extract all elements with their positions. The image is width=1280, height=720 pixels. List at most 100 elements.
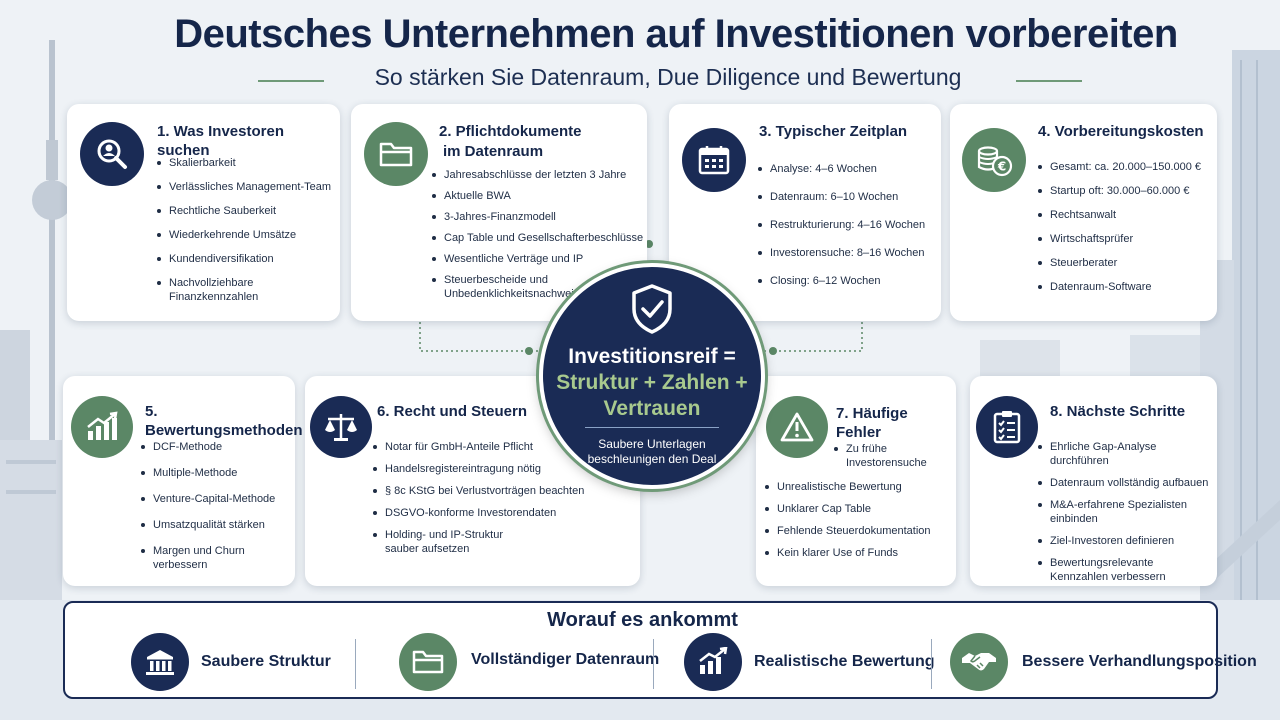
list-item: Multiple-Methode (139, 466, 295, 480)
hub-tagline-line2: beschleunigen den Deal (587, 452, 717, 466)
card-list: Notar für GmbH-Anteile Pflicht Handelsre… (371, 440, 584, 556)
key-factors-title: Worauf es ankommt (547, 609, 738, 631)
card-title: 6. Recht und Steuern (377, 403, 528, 420)
list-item: Wesentliche Verträge und IP (430, 252, 643, 266)
hub-formula-line2: Struktur + Zahlen + (556, 371, 748, 394)
list-item: Gesamt: ca. 20.000–150.000 € (1036, 160, 1201, 174)
card-list: Zu frühe Investorensuche (832, 442, 927, 470)
card-title-line2: im Datenraum (443, 143, 544, 160)
hub-tagline: Saubere Unterlagen beschleunigen den Dea… (543, 437, 761, 467)
list-item: Datenraum vollständig aufbauen (1036, 476, 1217, 490)
card-title: 7. Häufige Fehler (836, 405, 908, 441)
key-factors-panel: Worauf es ankommt Saubere Struktur Volls… (63, 601, 1257, 699)
list-item: Verlässliches Management-Team (155, 180, 340, 194)
growth-chart-icon (71, 396, 133, 458)
hub-divider (585, 427, 719, 428)
list-item: Fehlende Steuerdokumentation (763, 524, 931, 538)
list-item: Kein klarer Use of Funds (763, 546, 931, 560)
key-factor-structure: Saubere Struktur (131, 633, 361, 693)
card-list: Jahresabschlüsse der letzten 3 Jahre Akt… (430, 168, 643, 301)
hub-formula-line1: Investitionsreif = (568, 345, 736, 368)
list-item: Nachvollziehbare Finanzkennzahlen (155, 276, 340, 304)
divider (931, 639, 932, 689)
card-title: 4. Vorbereitungskosten (1038, 123, 1204, 140)
hub-tagline-line1: Saubere Unterlagen (598, 437, 706, 451)
shield-check-icon (632, 284, 672, 334)
page-subtitle: So stärken Sie Datenraum, Due Diligence … (374, 64, 962, 90)
list-item: Handelsregistereintragung nötig (371, 462, 584, 476)
divider (653, 639, 654, 689)
list-item: Zu frühe (832, 442, 927, 456)
card-list: Gesamt: ca. 20.000–150.000 € Startup oft… (1036, 160, 1201, 294)
svg-text:€: € (997, 160, 1006, 174)
list-item: § 8c KStG bei Verlustvorträgen beachten (371, 484, 584, 498)
bank-building-icon (131, 633, 189, 691)
key-factor-negotiation: Bessere Verhandlungsposition (950, 633, 1257, 693)
key-factor-valuation: Realistische Bewertung (684, 633, 935, 693)
list-item: Closing: 6–12 Wochen (756, 274, 925, 288)
subtitle-divider-left (258, 80, 324, 82)
hub-formula-line3: Vertrauen (603, 397, 701, 420)
key-factor-label: Bessere Verhandlungsposition (1022, 653, 1257, 670)
list-item-continuation: sauber aufsetzen (385, 543, 470, 555)
card-title: 5. Bewertungsmethoden (145, 403, 303, 439)
card-investor-criteria: 1. Was Investoren suchen Skalierbarkeit … (67, 104, 340, 321)
list-item: Rechtliche Sauberkeit (155, 204, 340, 218)
checklist-icon (976, 396, 1038, 458)
key-factor-label: Realistische Bewertung (754, 653, 935, 670)
card-title: 1. Was Investoren suchen (157, 123, 284, 159)
list-item: Notar für GmbH-Anteile Pflicht (371, 440, 584, 454)
card-preparation-costs: € 4. Vorbereitungskosten Gesamt: ca. 20.… (950, 104, 1217, 321)
card-common-mistakes: 7. Häufige Fehler Zu frühe Investorensuc… (756, 376, 956, 586)
list-item: M&A-erfahrene Spezialisten einbinden (1036, 498, 1217, 526)
handshake-icon (950, 633, 1008, 691)
card-list-lower: Unrealistische Bewertung Unklarer Cap Ta… (763, 480, 931, 560)
list-item-continuation: Unbedenklichkeitsnachweise (444, 288, 586, 300)
list-item: Wirtschaftsprüfer (1036, 232, 1201, 246)
list-item: DSGVO-konforme Investorendaten (371, 506, 584, 520)
card-valuation-methods: 5. Bewertungsmethoden DCF-Methode Multip… (63, 376, 303, 586)
list-item: Investorensuche: 8–16 Wochen (756, 246, 925, 260)
list-item: Steuerberater (1036, 256, 1201, 270)
list-item: Jahresabschlüsse der letzten 3 Jahre (430, 168, 643, 182)
list-item: Restrukturierung: 4–16 Wochen (756, 218, 925, 232)
list-item: Ehrliche Gap-Analyse durchführen (1036, 440, 1217, 468)
subtitle-divider-right (1016, 80, 1082, 82)
list-item: Unklarer Cap Table (763, 502, 931, 516)
list-item-continuation: Kennzahlen verbessern (1050, 571, 1166, 583)
list-item: Cap Table und Gesellschafterbeschlüsse (430, 231, 643, 245)
calendar-icon (682, 128, 746, 192)
list-item: Rechtsanwalt (1036, 208, 1201, 222)
list-item: 3-Jahres-Finanzmodell (430, 210, 643, 224)
card-next-steps: 8. Nächste Schritte Ehrliche Gap-Analyse… (970, 376, 1217, 586)
growth-chart-icon (684, 633, 742, 691)
magnifier-person-icon (80, 122, 144, 186)
divider (355, 639, 356, 689)
list-item: Steuerbescheide und (430, 273, 643, 287)
key-factor-label: Vollständiger Datenraum (471, 651, 660, 668)
key-factor-label: Saubere Struktur (201, 653, 331, 670)
list-item: Holding- und IP-Struktur (371, 528, 584, 542)
list-item: Unrealistische Bewertung (763, 480, 931, 494)
page-title: Deutsches Unternehmen auf Investitionen … (174, 12, 1178, 56)
scales-icon (310, 396, 372, 458)
folder-icon (364, 122, 428, 186)
card-list: Analyse: 4–6 Wochen Datenraum: 6–10 Woch… (756, 162, 925, 288)
list-item: Datenraum: 6–10 Wochen (756, 190, 925, 204)
card-list: Skalierbarkeit Verlässliches Management-… (155, 156, 340, 304)
card-title: 3. Typischer Zeitplan (759, 123, 908, 140)
coins-euro-icon: € (962, 128, 1026, 192)
warning-icon (766, 396, 828, 458)
list-item: Analyse: 4–6 Wochen (756, 162, 925, 176)
list-item: Kundendiversifikation (155, 252, 340, 266)
list-item: Venture-Capital-Methode (139, 492, 295, 506)
folder-icon (399, 633, 457, 691)
list-item: Ziel-Investoren definieren (1036, 534, 1217, 548)
list-item: Wiederkehrende Umsätze (155, 228, 340, 242)
list-item: DCF-Methode (139, 440, 295, 454)
card-list: Ehrliche Gap-Analyse durchführen Datenra… (1036, 440, 1217, 584)
list-item: Bewertungsrelevante (1036, 556, 1217, 570)
list-item: Umsatzqualität stärken (139, 518, 295, 532)
list-item: Aktuelle BWA (430, 189, 643, 203)
